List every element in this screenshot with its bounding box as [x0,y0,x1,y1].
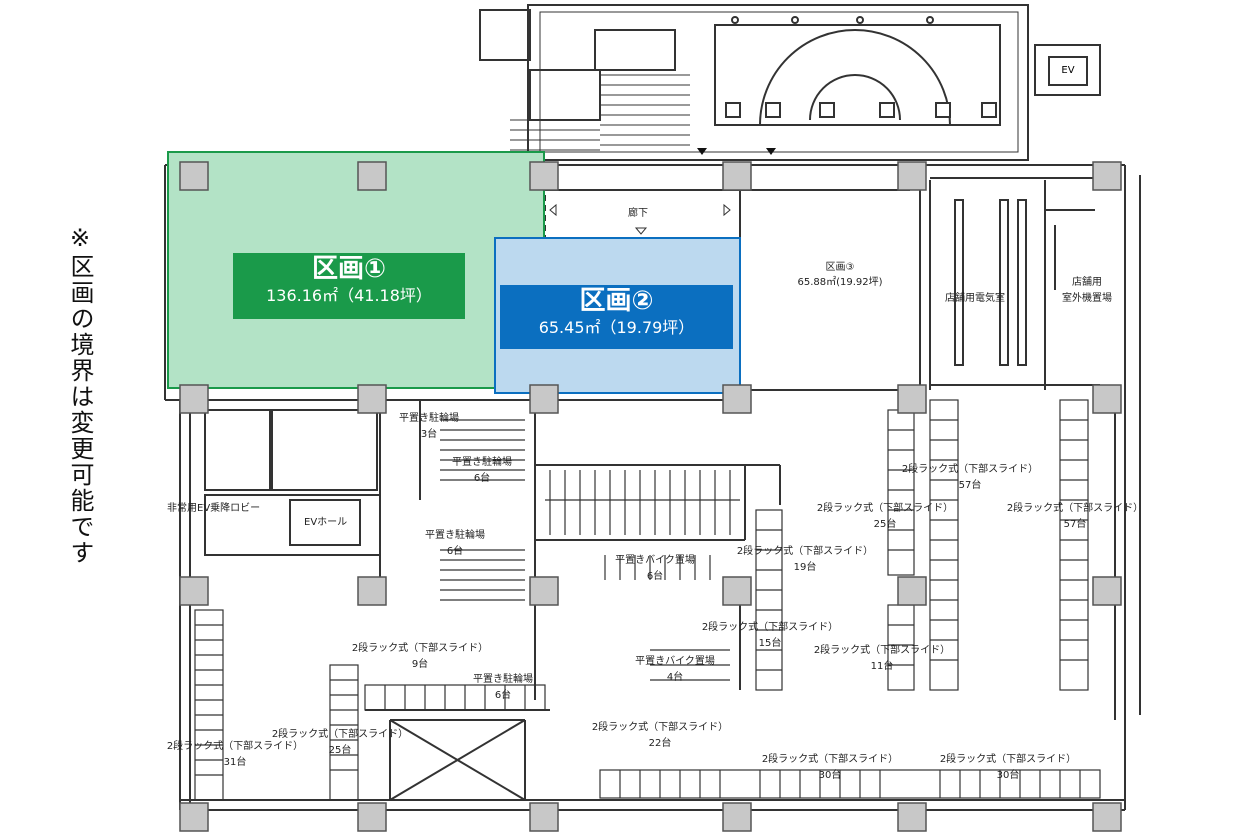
rack-9: 2段ラック式（下部スライド） 31台 [145,741,325,769]
entry-triangles [697,148,776,155]
rack-4-name: 2段ラック式（下部スライド） [736,546,874,557]
rack-1-name: 2段ラック式（下部スライド） [901,464,1039,475]
bicycle-parking-b: 平置き駐輪場 6台 [437,457,527,485]
bike-b-count: 4台 [666,672,684,683]
rack-11-count: 30台 [818,770,842,781]
bike-a-count: 6台 [646,571,664,582]
rack-6-name: 2段ラック式（下部スライド） [813,645,951,656]
rack-3-name: 2段ラック式（下部スライド） [1006,503,1144,514]
bicycle-b-count: 6台 [473,473,491,484]
rack-5-count: 15台 [758,638,782,649]
rack-6: 2段ラック式（下部スライド） 11台 [792,645,972,673]
bicycle-a-count: 3台 [420,429,438,440]
outdoor-unit-label: 店舗用 室外機置場 [1052,277,1122,305]
section-3-label: 区画③ 65.88㎡(19.92坪) [790,262,890,289]
bicycle-c-name: 平置き駐輪場 [425,530,485,541]
structural-columns [179,161,1122,832]
section-2-area-text: 65.45㎡（19.79坪） [538,318,695,337]
rack-left-vertical [194,609,224,801]
rack-12-count: 30台 [996,770,1020,781]
rack-8-name: 2段ラック式（下部スライド） [271,729,409,740]
rack-5-name: 2段ラック式（下部スライド） [701,622,839,633]
rack-9-count: 31台 [223,757,247,768]
rack-10: 2段ラック式（下部スライド） 22台 [570,722,750,750]
rack-5: 2段ラック式（下部スライド） 15台 [680,622,860,650]
bicycle-stripes-b [440,549,525,601]
section-1-area-text: 136.16㎡（41.18坪） [266,286,432,305]
rack-1: 2段ラック式（下部スライド） 57台 [870,464,1070,492]
rack-10-name: 2段ラック式（下部スライド） [591,722,729,733]
bicycle-d-count: 6台 [494,690,512,701]
rack-center-2 [755,509,783,691]
upper-building [479,4,1101,161]
rack-4: 2段ラック式（下部スライド） 19台 [715,546,895,574]
rack-2-count: 25台 [873,519,897,530]
rack-7: 2段ラック式（下部スライド） 9台 [330,643,510,671]
rack-9-name: 2段ラック式（下部スライド） [166,741,304,752]
rack-3-count: 57台 [1063,519,1087,530]
rack-7-count: 9台 [411,659,429,670]
section-1-title: 区画① [311,254,386,284]
bicycle-c-count: 6台 [446,546,464,557]
rack-8-count: 25台 [328,745,352,756]
bike-parking-a: 平置きバイク置場 6台 [600,555,710,583]
boundary-note: ※区画の境界は変更可能です [66,224,94,566]
small-columns [725,16,997,118]
rack-right-2 [1059,399,1089,691]
bicycle-a-name: 平置き駐輪場 [399,413,459,424]
bicycle-parking-c: 平置き駐輪場 6台 [410,530,500,558]
bike-parking-b: 平置きバイク置場 4台 [620,656,730,684]
rack-4-count: 19台 [793,562,817,573]
bicycle-parking-a: 平置き駐輪場 3台 [384,413,474,441]
rack-right-1 [929,399,959,691]
bicycle-stripes-a [440,419,525,481]
section-2-title: 区画② [579,286,654,316]
rack-12-name: 2段ラック式（下部スライド） [939,754,1077,765]
elec-room-label: 店舗用電気室 [945,293,1005,304]
outdoor-unit-line1: 店舗用 [1072,277,1102,288]
section-2-label: 区画② 65.45㎡（19.79坪） [500,285,733,349]
rack-bottom [599,769,1101,799]
section-1-label: 区画① 136.16㎡（41.18坪） [233,253,465,319]
section-3-area-text: 65.88㎡(19.92坪) [797,277,883,288]
rack-11: 2段ラック式（下部スライド） 30台 [740,754,920,782]
bicycle-b-name: 平置き駐輪場 [452,457,512,468]
bike-stripes [604,555,730,681]
rack-6-count: 11台 [870,661,894,672]
stairs-top [510,74,690,151]
bicycle-parking-d: 平置き駐輪場 6台 [458,674,548,702]
corridor-label: 廊下 [628,208,648,219]
rack-7-name: 2段ラック式（下部スライド） [351,643,489,654]
elevator-label: EV [1048,56,1088,86]
rack-1-count: 57台 [958,480,982,491]
rack-stripes [194,399,1101,801]
bike-a-name: 平置きバイク置場 [615,555,695,566]
rack-8: 2段ラック式（下部スライド） 25台 [250,729,430,757]
section-3-title: 区画③ [825,262,855,273]
ev-lobby-label: 非常用EV乗降ロビー [167,503,261,514]
rack-mid-vertical [329,664,359,801]
rack-10-count: 22台 [648,738,672,749]
rack-11-name: 2段ラック式（下部スライド） [761,754,899,765]
bike-b-name: 平置きバイク置場 [635,656,715,667]
elec-room-equipment [954,199,1027,366]
outdoor-unit-line2: 室外機置場 [1062,293,1112,304]
ev-hall-label: EVホール [304,517,348,528]
center-stair [545,470,740,535]
rack-2-name: 2段ラック式（下部スライド） [816,503,954,514]
rack-3: 2段ラック式（下部スライド） 57台 [985,503,1165,531]
bicycle-stripes-c [364,684,546,711]
rack-12: 2段ラック式（下部スライド） 30台 [918,754,1098,782]
rack-2: 2段ラック式（下部スライド） 25台 [795,503,975,531]
bicycle-d-name: 平置き駐輪場 [473,674,533,685]
